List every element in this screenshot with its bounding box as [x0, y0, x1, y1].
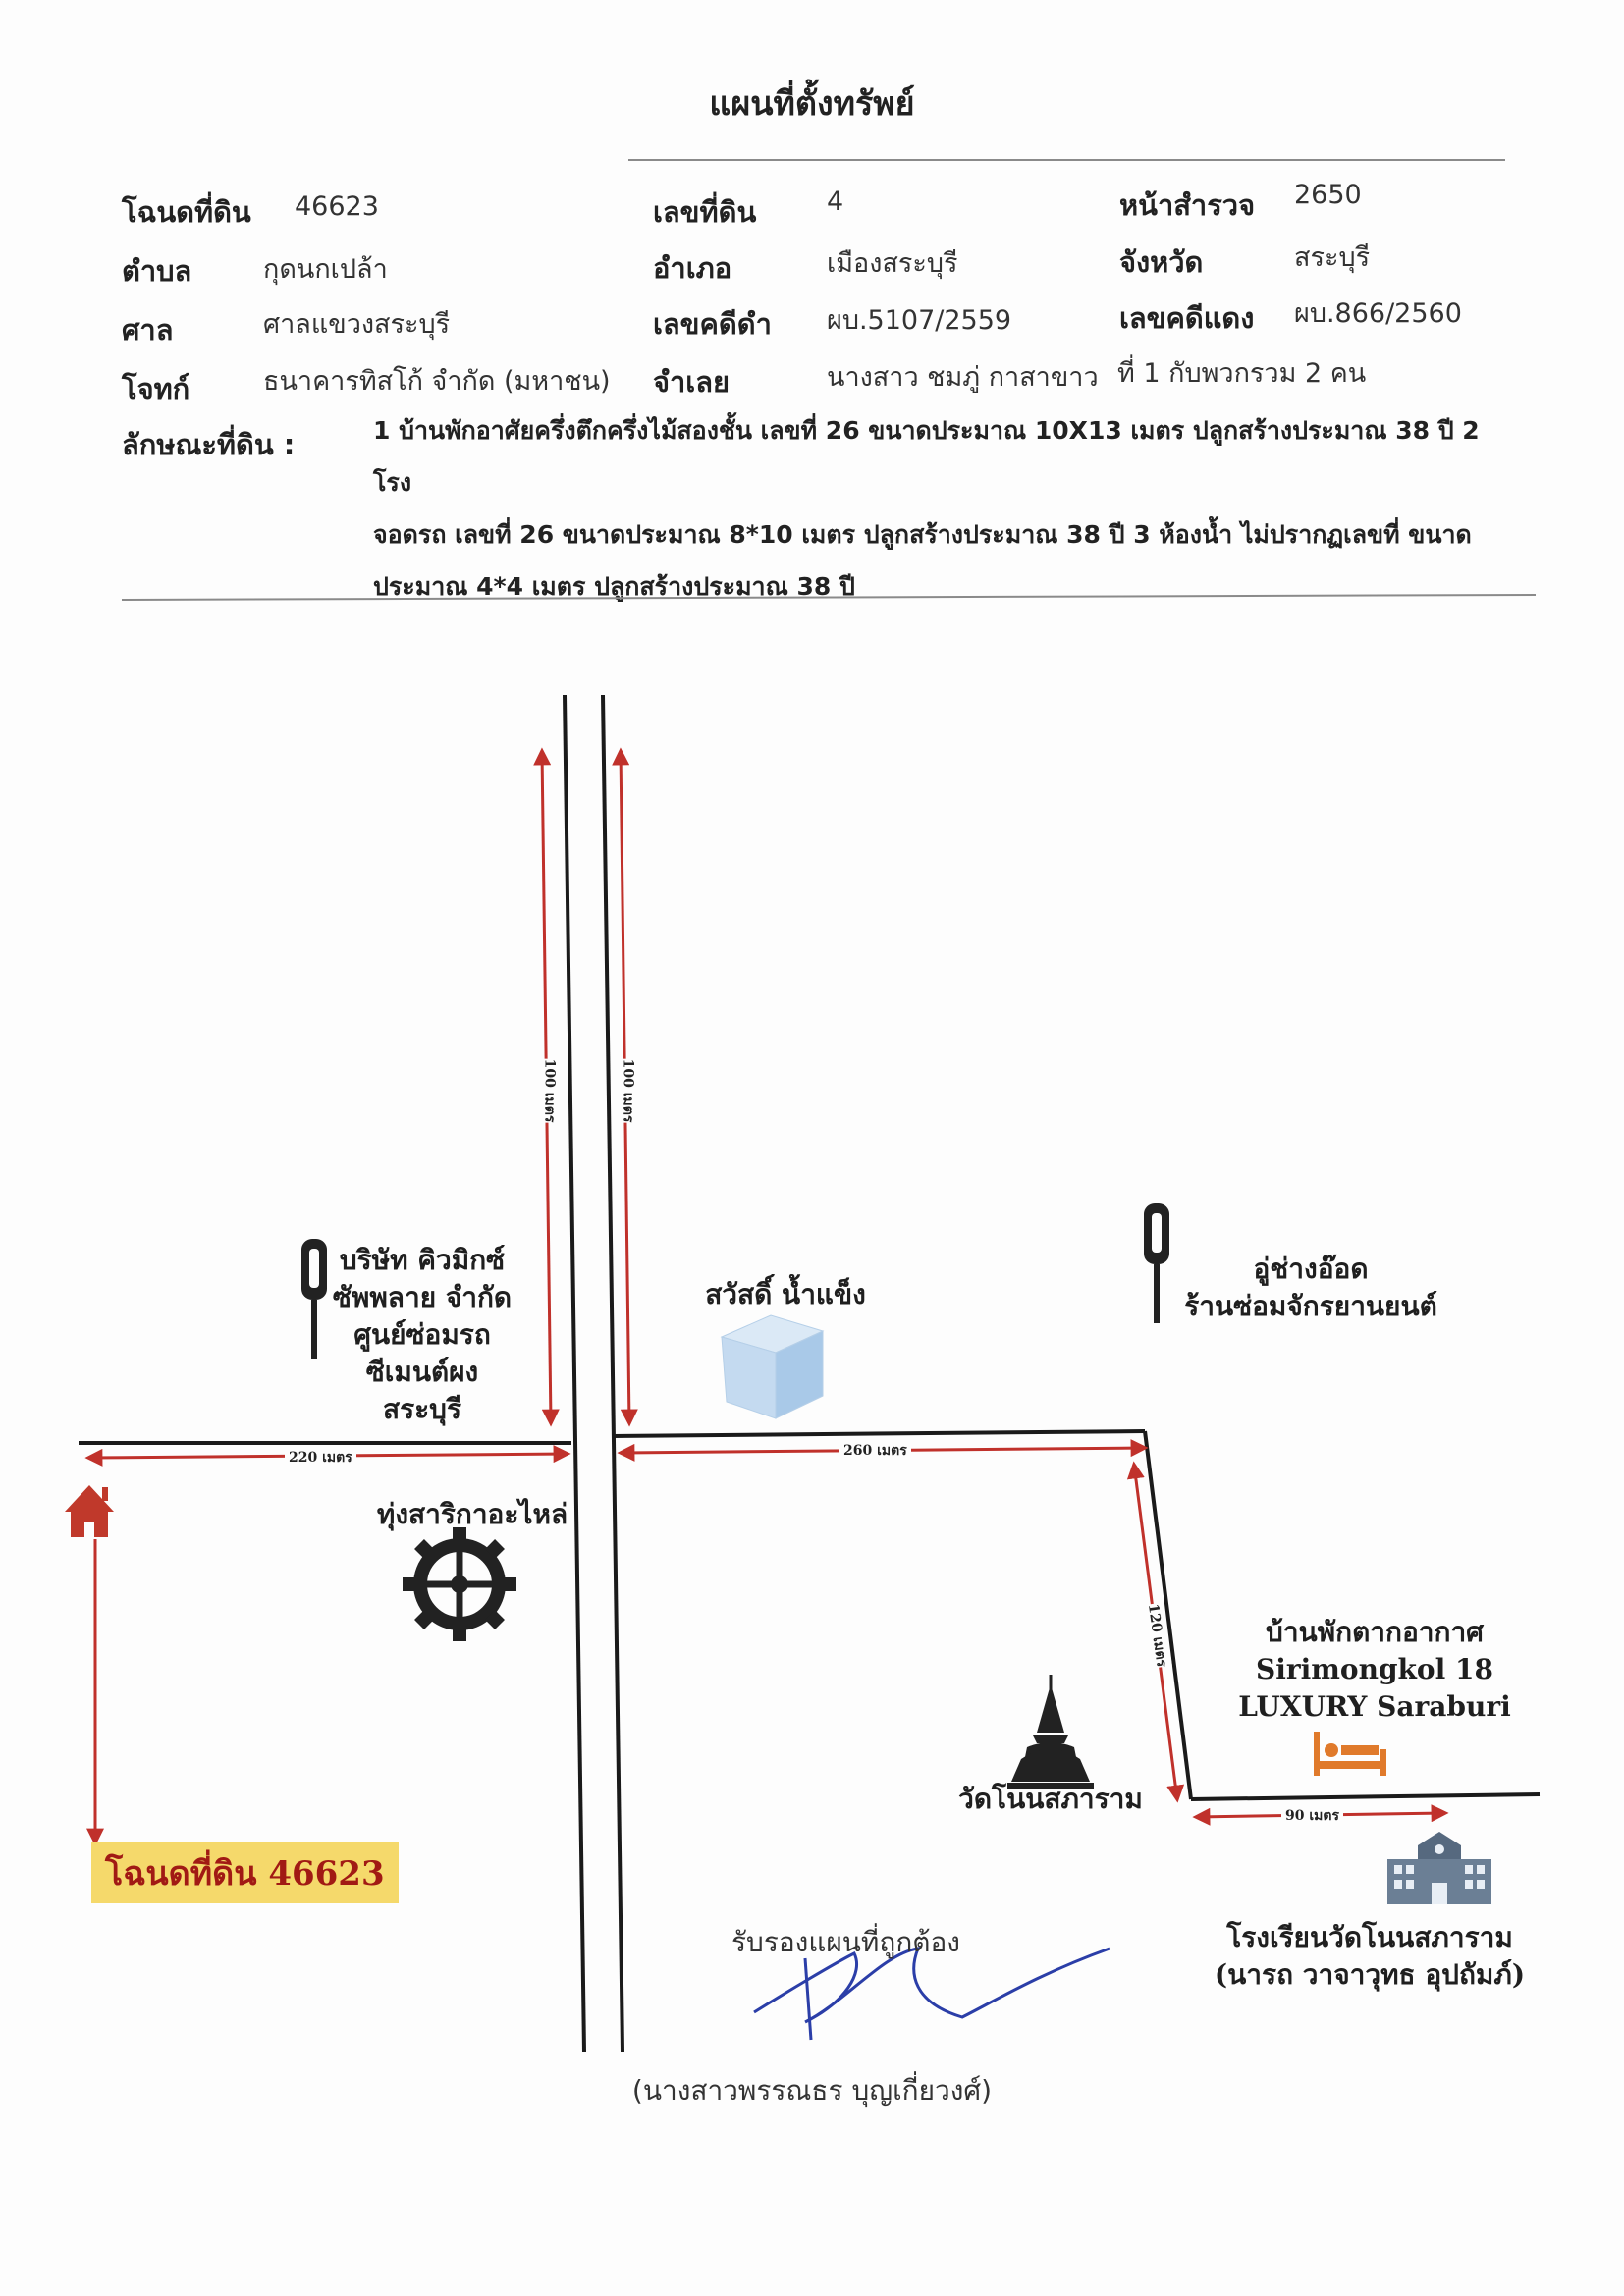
- land-desc-label: ลักษณะที่ดิน :: [122, 428, 296, 461]
- gear-icon: [403, 1527, 516, 1641]
- bed-icon: [1314, 1732, 1386, 1776]
- province-label: จังหวัด: [1119, 245, 1204, 279]
- signature-mark: [753, 1947, 1110, 2024]
- district-label: อำเภอ: [653, 251, 732, 285]
- label-ice-shop: สวัสดิ์ น้ำแข็ง: [705, 1278, 866, 1310]
- black-case-label: เลขคดีดำ: [653, 307, 772, 341]
- land-desc-line: 1 บ้านพักอาศัยครึ่งตึกครึ่งไม้สองชั้น เล…: [373, 416, 1480, 497]
- label-line: โรงเรียนวัดโนนสภาราม: [1226, 1921, 1513, 1953]
- distance-label-hotel-road: 90 เมตร: [1281, 1805, 1343, 1827]
- label-temple: วัดโนนสภาราม: [958, 1783, 1143, 1815]
- label-line: ซัพพลาย จำกัด: [332, 1281, 513, 1313]
- label-company: บริษัท คิวมิกซ์ ซัพพลาย จำกัด ศูนย์ซ่อมร…: [324, 1242, 520, 1428]
- label-line: (นารถ วาจาวุทธ อุปถัมภ์): [1214, 1958, 1526, 1991]
- distance-label-left-road: 220 เมตร: [285, 1447, 356, 1468]
- court-label: ศาล: [122, 313, 174, 347]
- label-line: บริษัท คิวมิกซ์: [339, 1244, 506, 1276]
- defendant-value: นางสาว ชมภู่ กาสาขาว: [827, 362, 1099, 393]
- label-line: ศูนย์ซ่อมรถ: [353, 1318, 491, 1351]
- page-title: แผนที่ตั้งทรัพย์: [709, 84, 915, 124]
- subdistrict-label: ตำบล: [122, 254, 192, 288]
- plaintiff-value: ธนาคารทิสโก้ จำกัด (มหาชน): [263, 366, 611, 397]
- label-line: LUXURY Saraburi: [1238, 1690, 1511, 1723]
- label-line: ร้านซ่อมจักรยานยนต์: [1184, 1290, 1437, 1322]
- defendant-suffix: ที่ 1 กับพวกรวม 2 คน: [1117, 358, 1367, 389]
- main-road-left-edge: [563, 694, 586, 2053]
- province-value: สระบุรี: [1294, 242, 1371, 273]
- plaintiff-label: โจทก์: [122, 372, 190, 405]
- survey-label: หน้าสำรวจ: [1119, 188, 1256, 222]
- label-hotel: บ้านพักตากอากาศ Sirimongkol 18 LUXURY Sa…: [1227, 1614, 1522, 1726]
- main-road-right-edge: [601, 694, 624, 2053]
- school-building-icon: [1387, 1832, 1491, 1904]
- land-desc-line: จอดรถ เลขที่ 26 ขนาดประมาณ 8*10 เมตร ปลู…: [373, 520, 1472, 549]
- court-value: ศาลแขวงสระบุรี: [263, 309, 451, 340]
- hotel-road: [1190, 1792, 1541, 1801]
- district-value: เมืองสระบุรี: [827, 248, 958, 279]
- parcel-label: โฉนดที่ดิน 46623: [91, 1842, 399, 1903]
- distance-label-north-left: 100 เมตร: [538, 1058, 561, 1123]
- land-description: 1 บ้านพักอาศัยครึ่งตึกครึ่งไม้สองชั้น เล…: [373, 404, 1502, 613]
- land-no-label: เลขที่ดิน: [653, 195, 757, 229]
- survey-value: 2650: [1294, 180, 1362, 210]
- ice-cube-icon: [720, 1314, 825, 1419]
- black-case-value: ผบ.5107/2559: [827, 305, 1012, 336]
- title-rule: [628, 159, 1505, 161]
- label-line: บ้านพักตากอากาศ: [1266, 1616, 1484, 1648]
- land-no-value: 4: [827, 187, 844, 217]
- subdistrict-value: กุดนกเปล้า: [263, 254, 388, 285]
- red-case-label: เลขคดีแดง: [1119, 301, 1255, 335]
- label-garage: อู่ช่างอ๊อด ร้านซ่อมจักรยานยนต์: [1164, 1251, 1458, 1325]
- deed-value: 46623: [295, 191, 379, 222]
- land-desc-line: ประมาณ 4*4 เมตร ปลูกสร้างประมาณ 38 ปี: [373, 572, 855, 601]
- signer-name: (นางสาวพรรณธร บุญเกี่ยวงศ์): [631, 2074, 993, 2107]
- house-icon: [65, 1485, 114, 1537]
- defendant-label: จำเลย: [653, 365, 730, 399]
- screwdriver-icon: [1144, 1203, 1169, 1323]
- label-parts-shop: ทุ่งสาริกาอะไหล่: [376, 1498, 568, 1530]
- distance-label-north-right: 100 เมตร: [617, 1058, 639, 1123]
- label-line: Sirimongkol 18: [1256, 1653, 1493, 1685]
- certification-text: รับรองแผนที่ถูกต้อง: [731, 1926, 960, 1958]
- deed-label: โฉนดที่ดิน: [122, 195, 251, 229]
- signature-stroke: [803, 1957, 813, 2041]
- label-line: ซีเมนต์ผง: [365, 1356, 479, 1388]
- label-line: อู่ช่างอ๊อด: [1253, 1253, 1369, 1285]
- label-school: โรงเรียนวัดโนนสภาราม (นารถ วาจาวุทธ อุปถ…: [1203, 1919, 1537, 1994]
- distance-label-right-road: 260 เมตร: [839, 1440, 911, 1462]
- screwdriver-icon: [301, 1239, 327, 1359]
- right-road: [612, 1429, 1146, 1438]
- stupa-icon: [1007, 1675, 1094, 1789]
- label-line: สระบุรี: [383, 1393, 461, 1425]
- red-case-value: ผบ.866/2560: [1294, 298, 1462, 329]
